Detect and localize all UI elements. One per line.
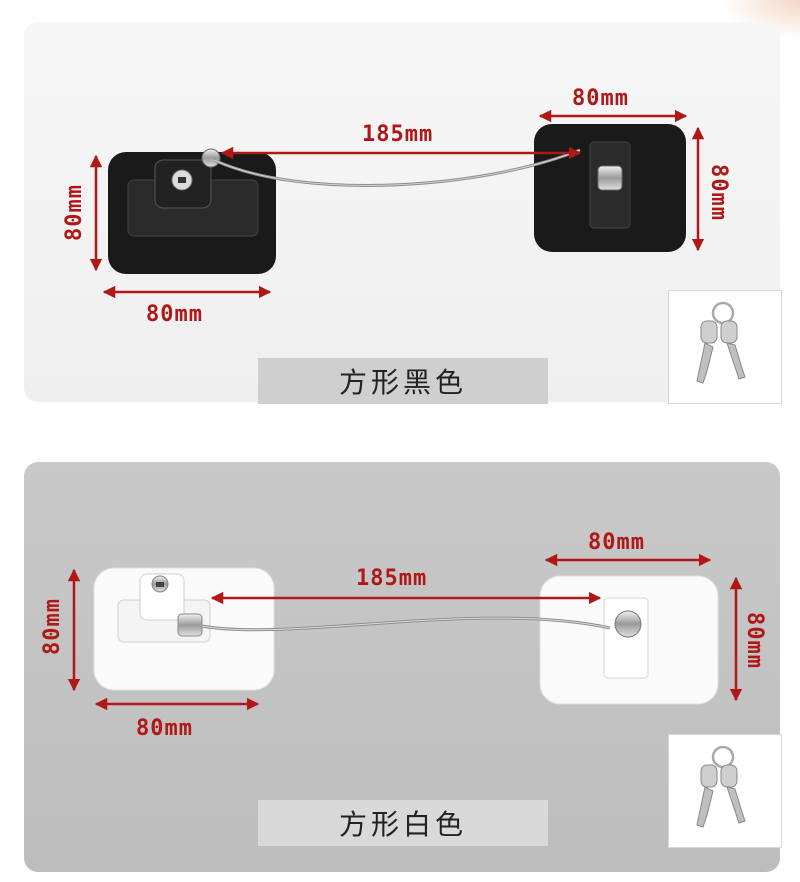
variant-title-black: 方形黑色 bbox=[338, 366, 467, 399]
dim-label-right-height: 80mm bbox=[705, 164, 731, 221]
dim-label-cable-white: 185mm bbox=[356, 566, 428, 591]
keys-box-black bbox=[668, 290, 782, 404]
dim-label-right-width: 80mm bbox=[572, 86, 629, 111]
cable-anchor-left bbox=[201, 148, 221, 168]
dim-label-right-height-white: 80mm bbox=[741, 612, 767, 669]
keys-icon bbox=[696, 301, 746, 384]
dim-label-left-height-white: 80mm bbox=[39, 598, 65, 655]
lock-housing-white bbox=[139, 573, 185, 621]
keys-icon bbox=[696, 745, 746, 828]
variant-title-white: 方形白色 bbox=[338, 808, 467, 841]
dim-label-right-width-white: 80mm bbox=[588, 530, 645, 555]
dim-label-cable: 185mm bbox=[362, 122, 434, 147]
dim-label-left-width: 80mm bbox=[146, 302, 203, 327]
dim-label-left-width-white: 80mm bbox=[136, 716, 193, 741]
variant-title-bar-black: 方形黑色 bbox=[258, 358, 548, 404]
cable-anchor-left-white bbox=[177, 613, 203, 637]
dim-label-left-height: 80mm bbox=[61, 184, 87, 241]
variant-title-bar-white: 方形白色 bbox=[258, 800, 548, 846]
keys-box-white bbox=[668, 734, 782, 848]
